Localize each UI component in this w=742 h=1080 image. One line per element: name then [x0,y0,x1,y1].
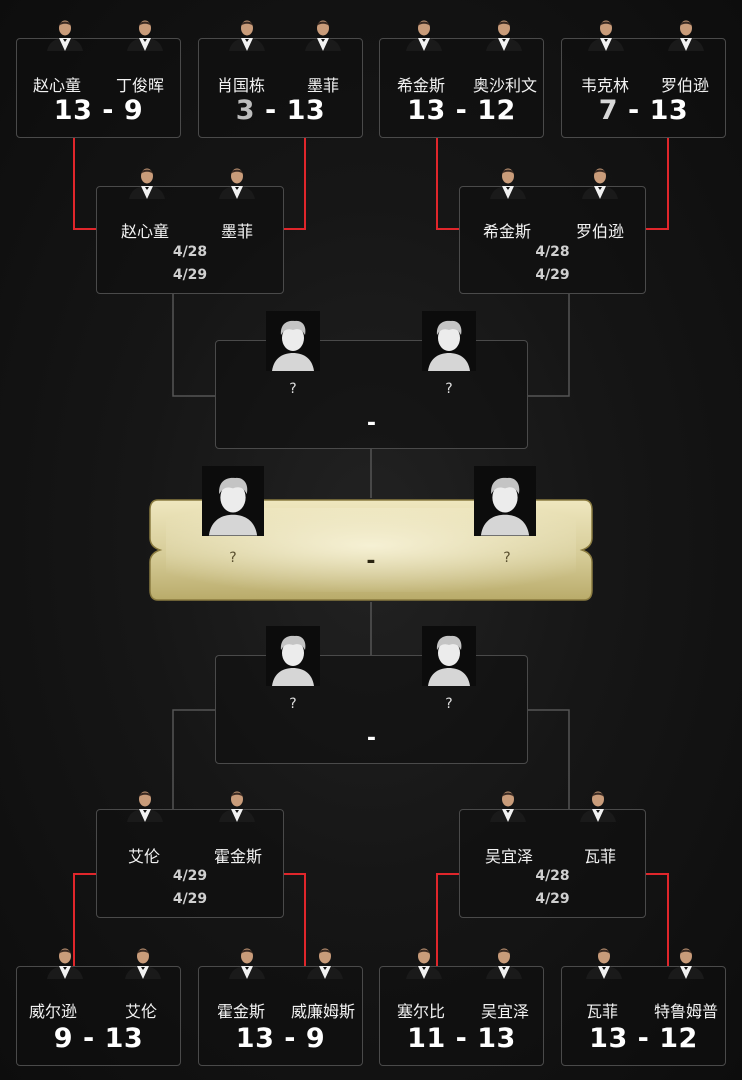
player-name: 墨菲 [220,222,254,241]
player-photo [482,165,534,199]
match-score: 13 - 9 [235,1023,326,1054]
player-name: ? [445,381,453,397]
player-name: 威尔逊 [28,1002,78,1021]
player-photo [221,945,273,979]
player-photo [119,17,171,51]
player-name: 希金斯 [396,76,446,95]
unknown-player-icon [422,626,476,686]
unknown-player-icon [474,466,536,536]
match-score: - [366,411,377,436]
player-photo [221,17,273,51]
match-card-bottom-qf-2[interactable]: 吴宜泽 瓦菲 4/28 4/29 [459,809,646,918]
player-name: 罗伯逊 [575,222,625,241]
player-name: 希金斯 [482,222,532,241]
player-name: 艾伦 [127,847,161,866]
player-photo [39,17,91,51]
match-date: 4/29 [535,891,570,907]
match-date: 4/29 [172,868,208,884]
player-name: 肖国栋 [216,76,266,95]
player-photo [299,945,351,979]
player-photo [478,945,530,979]
match-date: 4/28 [172,244,208,260]
match-card-top-sf[interactable]: ? ? - [215,311,528,449]
match-score: 7 - 13 [598,95,689,126]
player-name: ? [229,550,237,566]
match-score: 3 - 13 [235,95,326,126]
player-name: 瓦菲 [583,847,617,866]
player-photo [119,788,171,822]
player-photo [398,17,450,51]
player-photo [121,165,173,199]
player-name: 罗伯逊 [660,76,710,95]
match-card-bottom-r1-3[interactable]: 塞尔比 吴宜泽 11 - 13 [379,966,544,1066]
match-card-top-r1-1[interactable]: 赵心童 丁俊晖 13 - 9 [16,38,181,138]
player-name: 艾伦 [124,1002,158,1021]
player-name: ? [289,381,297,397]
player-photo [580,17,632,51]
player-name: ? [503,550,511,566]
match-card-bottom-r1-1[interactable]: 威尔逊 艾伦 9 - 13 [16,966,181,1066]
match-card-bottom-r1-4[interactable]: 瓦菲 特鲁姆普 13 - 12 [561,966,726,1066]
unknown-player-icon [422,311,476,371]
match-date: 4/28 [535,244,570,260]
match-score: 11 - 13 [407,1023,516,1054]
player-photo [117,945,169,979]
player-name: 奥沙利文 [472,76,538,95]
player-name: ? [289,696,297,712]
match-date: 4/29 [172,267,208,283]
match-card-top-r1-3[interactable]: 希金斯 奥沙利文 13 - 12 [379,38,544,138]
unknown-player-icon [266,626,320,686]
player-name: 赵心童 [120,222,170,241]
match-card-top-r1-2[interactable]: 肖国栋 墨菲 3 - 13 [198,38,363,138]
match-date: 4/29 [172,891,208,907]
player-name: ? [445,696,453,712]
match-card-bottom-r1-2[interactable]: 霍金斯 威廉姆斯 13 - 9 [198,966,363,1066]
player-name: 墨菲 [306,76,340,95]
player-name: 吴宜泽 [480,1002,530,1021]
player-photo [297,17,349,51]
player-photo [574,165,626,199]
match-card-top-r1-4[interactable]: 韦克林 罗伯逊 7 - 13 [561,38,726,138]
match-score: 13 - 9 [53,95,144,126]
player-photo [482,788,534,822]
player-photo [478,17,530,51]
player-name: 吴宜泽 [484,847,534,866]
match-score: 13 - 12 [589,1023,698,1054]
player-name: 赵心童 [32,76,82,95]
player-name: 特鲁姆普 [653,1002,719,1021]
match-date: 4/29 [535,267,570,283]
player-name: 霍金斯 [213,847,263,866]
player-photo [211,165,263,199]
player-name: 威廉姆斯 [290,1002,356,1021]
final-score: - [366,549,376,574]
match-date: 4/28 [535,868,570,884]
player-photo [578,945,630,979]
match-score: 9 - 13 [53,1023,144,1054]
match-card-bottom-sf[interactable]: ? ? - [215,626,528,764]
player-photo [660,17,712,51]
player-photo [398,945,450,979]
player-photo [211,788,263,822]
unknown-player-icon [266,311,320,371]
match-card-bottom-qf-1[interactable]: 艾伦 霍金斯 4/29 4/29 [96,809,284,918]
player-name: 塞尔比 [396,1002,446,1021]
player-photo [572,788,624,822]
unknown-player-icon [202,466,264,536]
player-name: 丁俊晖 [115,76,165,95]
player-photo [660,945,712,979]
match-score: - [366,726,377,751]
match-card-top-qf-2[interactable]: 希金斯 罗伯逊 4/28 4/29 [459,186,646,294]
match-score: 13 - 12 [407,95,516,126]
player-name: 霍金斯 [216,1002,266,1021]
player-name: 瓦菲 [585,1002,619,1021]
player-photo [39,945,91,979]
player-name: 韦克林 [580,76,630,95]
match-card-top-qf-1[interactable]: 赵心童 墨菲 4/28 4/29 [96,186,284,294]
